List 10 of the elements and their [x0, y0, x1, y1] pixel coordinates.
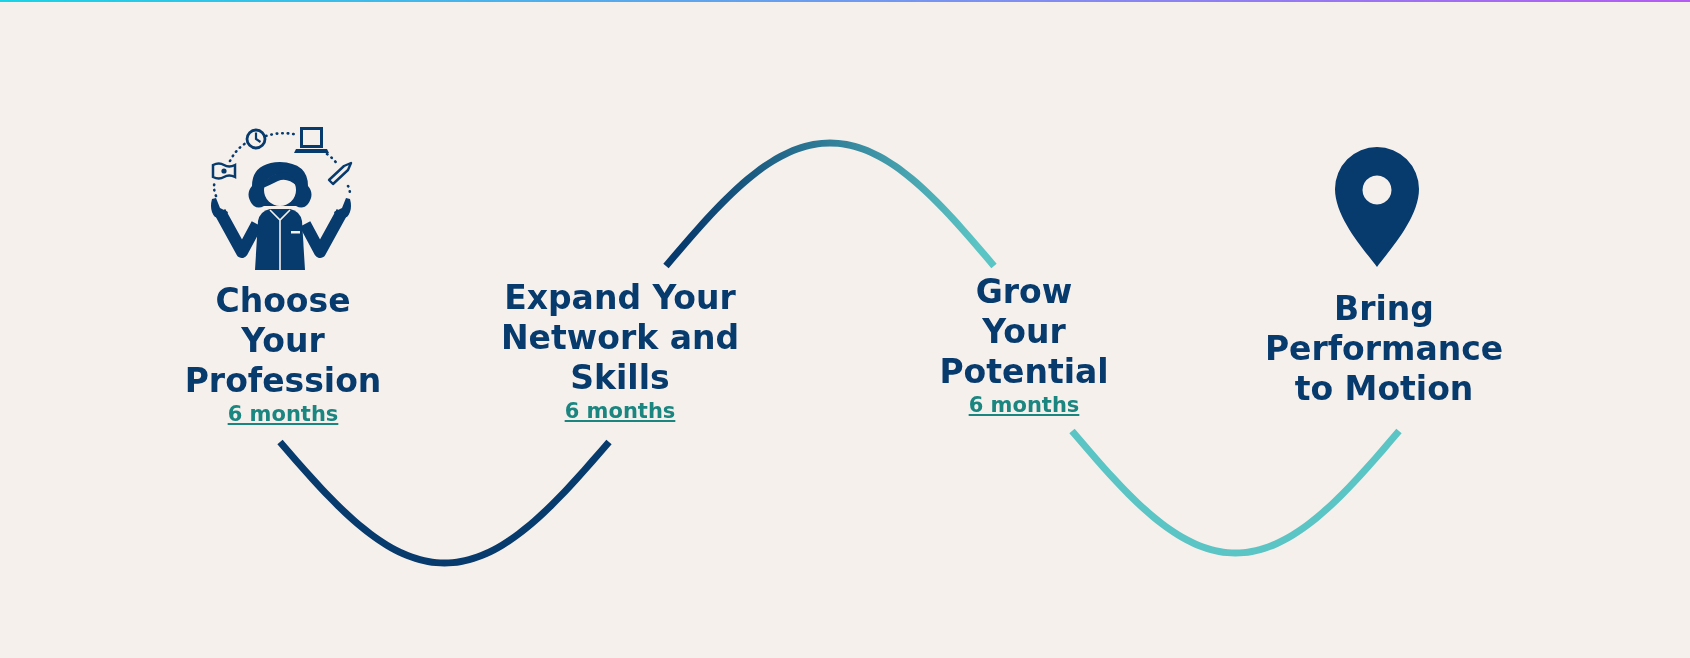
duration-link: 6 months: [968, 393, 1080, 417]
step-title: Expand Your Network and Skills: [500, 278, 740, 398]
step-title: Choose Your Profession: [183, 281, 383, 401]
curved-connector: [1069, 428, 1402, 557]
step-title: Grow Your Potential: [938, 272, 1110, 392]
step-title: Bring Performance to Motion: [1263, 289, 1505, 409]
duration-link: 6 months: [564, 399, 676, 423]
curved-connector: [663, 139, 997, 269]
curved-connector: [277, 439, 612, 567]
duration-link: 6 months: [227, 402, 339, 426]
